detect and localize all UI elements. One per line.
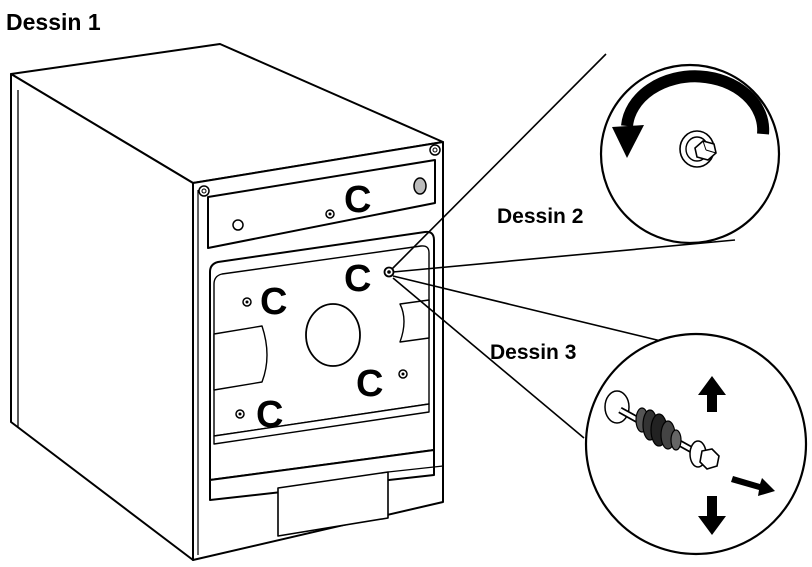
leader-lines	[391, 53, 736, 439]
lower-panel	[209, 449, 435, 501]
detail-circle-3	[584, 332, 808, 556]
panel-knob-left	[232, 219, 244, 231]
appliance-cabinet	[10, 43, 444, 561]
arrow-down-icon	[698, 496, 726, 535]
center-opening	[305, 303, 361, 367]
hex-nut-icon	[694, 140, 717, 161]
marker-c-lower-right: C	[356, 363, 383, 405]
marker-c-top: C	[344, 179, 371, 221]
detail-circle-2	[599, 63, 781, 245]
base-plate	[277, 471, 389, 537]
arrow-pull-out-icon	[731, 476, 775, 496]
control-panel	[207, 159, 436, 249]
rotate-counterclockwise-arrow	[621, 70, 770, 135]
mounting-screws	[235, 209, 408, 419]
rubber-bushing	[635, 407, 682, 451]
marker-c-upper-left: C	[260, 281, 287, 323]
title-drawing-1: Dessin 1	[6, 9, 101, 35]
hex-nut-icon	[699, 448, 720, 470]
marker-c-lower-left: C	[256, 394, 283, 436]
label-drawing-2: Dessin 2	[497, 205, 583, 228]
marker-c-upper-right: C	[344, 258, 371, 300]
label-drawing-3: Dessin 3	[490, 341, 576, 364]
panel-knob-right	[413, 177, 427, 195]
arrow-up-icon	[698, 376, 726, 412]
